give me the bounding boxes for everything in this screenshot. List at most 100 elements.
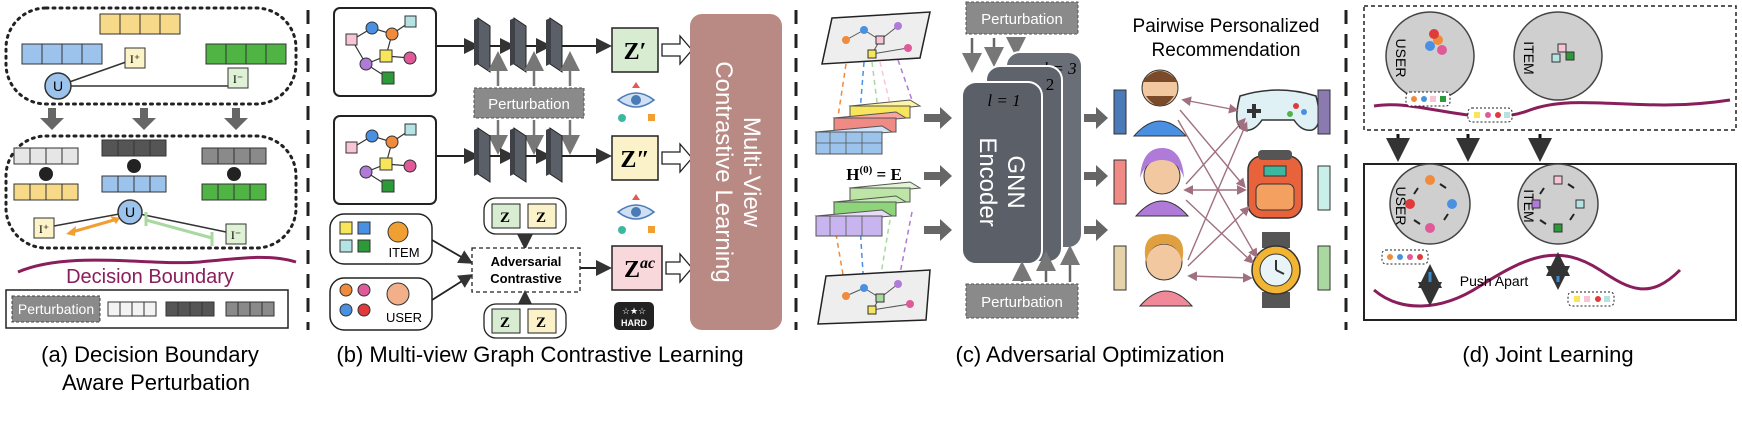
backpack-icon [1247, 150, 1303, 219]
perturb-down-arrows [488, 120, 580, 155]
user-embedding-1 [1113, 89, 1127, 135]
perturbation-box-c-bottom [965, 283, 1079, 319]
item-embedding-3 [1317, 245, 1331, 291]
green-repel-line [145, 218, 213, 240]
adv-line1: Adversarial [491, 254, 562, 269]
user-embedding-bar [21, 43, 103, 65]
item-embedding-1 [1317, 89, 1331, 135]
graph-plane-bottom-nodes [842, 280, 914, 315]
left-stack [13, 147, 79, 201]
encoder-input-arrows [924, 107, 952, 241]
mvcl-line1: Multi-View [738, 117, 765, 228]
top-dotted-region [4, 6, 298, 106]
user-node-2 [117, 199, 143, 225]
caption-a-line2: Aware Perturbation [62, 370, 250, 395]
perturbation-box-c-top [965, 1, 1079, 35]
middle-stack [101, 139, 167, 193]
encoder-output-arrows [1084, 107, 1108, 241]
user-group-icon [386, 282, 410, 306]
i-plus-label-2: I⁺ [39, 222, 49, 236]
user-node-label: U [53, 78, 63, 94]
i-minus-label: I⁻ [233, 72, 243, 86]
user-space-circle-2 [1389, 163, 1471, 245]
user-label-b: USER [386, 310, 422, 325]
encoder-layers-row2 [436, 127, 612, 183]
decision-boundary-curve [17, 255, 297, 274]
perturbation-c-top-label: Perturbation [981, 11, 1063, 28]
panel-a-down-arrows [40, 108, 248, 130]
encoder-layers-row1 [436, 17, 612, 73]
joint-boundary-top [1373, 98, 1731, 119]
perturbation-box-b-label: Perturbation [488, 96, 570, 113]
graph-view-1-nodes [345, 15, 417, 85]
z-prime-arrow [661, 34, 693, 66]
multi-view-cl-block [690, 14, 782, 330]
joint-down-arrows [1386, 134, 1552, 162]
z-small-2: Z [536, 210, 546, 226]
joint-bottom-box [1363, 163, 1737, 321]
z-prime-label: Z′ [624, 39, 647, 65]
positive-item-bar [99, 13, 181, 35]
perturbation-c-bottom-label: Perturbation [981, 294, 1063, 311]
item-space-circle-2 [1517, 163, 1599, 245]
item-space-label-2: ITEM [1521, 189, 1537, 222]
user-node [44, 72, 72, 100]
item-uniform-points [1531, 175, 1585, 233]
eye-icon-2 [616, 194, 656, 234]
i-minus-box [227, 67, 249, 89]
user-avatar-3 [1138, 234, 1194, 307]
panel-a: U I⁺ I⁻ [4, 6, 298, 395]
adversarial-contrastive-box [471, 247, 581, 293]
perturbation-legend-tag [11, 295, 101, 323]
user-item-connections [1177, 96, 1258, 283]
decision-boundary-label: Decision Boundary [66, 266, 234, 288]
perturbation-box-b [473, 87, 585, 119]
watch-icon [1251, 232, 1301, 308]
z-prime-box [611, 27, 659, 73]
item-embedding-2 [1317, 165, 1331, 211]
multi-view-cl-text: Multi-View Contrastive Learning [710, 61, 765, 282]
caption-c: (c) Adversarial Optimization [956, 342, 1225, 367]
perturb-up-arrows-c [1012, 245, 1080, 282]
eye-icon [616, 82, 656, 122]
i-minus-box-2 [225, 223, 247, 245]
panel-d: USER ITEM USER ITEM Pus [1363, 5, 1737, 367]
user-uniform-points [1405, 175, 1457, 233]
perturb-down-arrows-c [962, 37, 1026, 73]
z-ac-box [611, 245, 663, 291]
user-embedding-2 [1113, 159, 1127, 205]
perturb-up-arrows [488, 51, 580, 86]
adv-line2: Contrastive [490, 271, 562, 286]
graph-view-2-nodes [345, 123, 417, 193]
caption-d: (d) Joint Learning [1462, 342, 1633, 367]
encoder-layer-1 [961, 81, 1043, 265]
hard-badge [614, 302, 654, 330]
z-double-prime-label: Z″ [620, 147, 649, 173]
legend-bars [107, 301, 275, 317]
layer-2-label: 2 [1046, 75, 1055, 94]
user-avatar-1 [1132, 69, 1188, 137]
user-space-label: USER [1393, 39, 1409, 78]
user-embedding-3 [1113, 245, 1127, 291]
perturbation-legend-text: Perturbation [18, 301, 94, 317]
right-stack [201, 147, 267, 201]
gamepad-icon [1236, 89, 1320, 132]
orange-arrow [71, 218, 115, 234]
z-double-prime-arrow [661, 142, 693, 174]
z-double-prime-box [611, 135, 659, 181]
i-plus-label: I⁺ [130, 52, 140, 66]
graph-plane-bottom [817, 269, 931, 325]
z-ac-label: Zac [624, 255, 655, 283]
item-label-b: ITEM [388, 245, 419, 260]
bottom-dotted-region [4, 134, 298, 250]
item-cluster-icon [387, 221, 409, 243]
embedding-tensor-1 [814, 99, 922, 155]
z-small-1: Z [500, 210, 510, 226]
joint-top-box [1363, 5, 1737, 131]
panel-b: Perturbation Z′ Z″ Zac [329, 7, 782, 367]
recommendation-title-line1: Pairwise Personalized [1133, 16, 1320, 37]
user-avatar-2 [1134, 148, 1190, 217]
caption-a-line1: (a) Decision Boundary [41, 342, 259, 367]
caption-b: (b) Multi-view Graph Contrastive Learnin… [336, 342, 743, 367]
